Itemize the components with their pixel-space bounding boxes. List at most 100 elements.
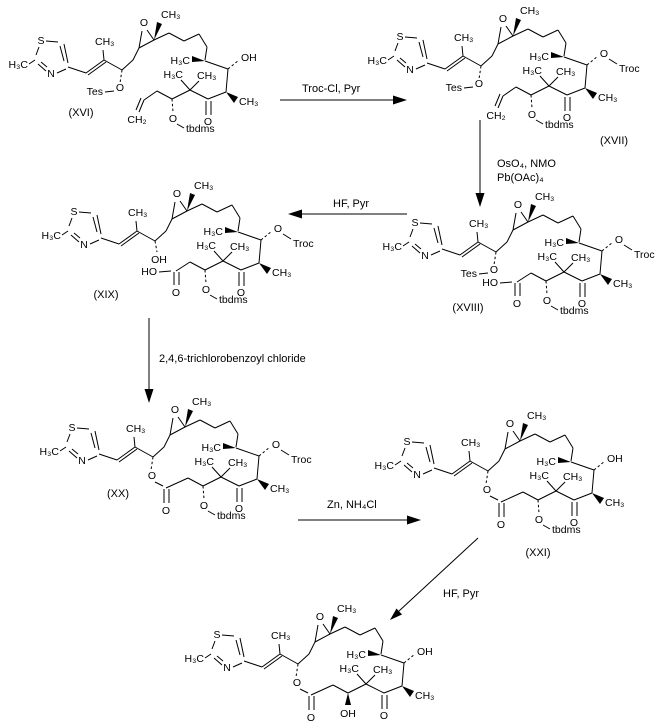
- atom-label: O: [475, 78, 483, 90]
- atom-label: S: [403, 436, 410, 448]
- atom-label: O: [173, 188, 181, 200]
- lactone-bonds: [299, 684, 334, 710]
- wedge: [402, 686, 414, 697]
- atom-label: CH₃: [194, 180, 213, 192]
- wedge: [513, 18, 521, 36]
- atom-label: OH: [340, 708, 356, 720]
- atom-label: S: [396, 31, 403, 43]
- compound-label: (XX): [107, 488, 129, 500]
- wedge: [600, 274, 612, 285]
- troc-bond: [608, 58, 618, 65]
- allyl-bonds: [494, 86, 517, 109]
- atom-label: CH₃: [95, 36, 114, 48]
- atom-label: H₃C: [195, 456, 215, 468]
- structure-final-product: H₃C S N CH₃ O CH₃ H₃C OH CH₃ H₃C CH₃ O O…: [185, 603, 435, 724]
- reagent-label: HF, Pyr: [443, 588, 479, 600]
- arrow-head: [144, 389, 154, 403]
- wedge: [154, 22, 162, 40]
- atom-label: O: [316, 611, 324, 623]
- atom-label: CH₃: [373, 664, 392, 676]
- wedge: [551, 52, 564, 58]
- wedge: [566, 238, 579, 244]
- atom-label: CH₂: [127, 114, 146, 126]
- reagent-label: Pb(OAc)₄: [497, 172, 544, 184]
- atom-label: H₃C: [347, 649, 367, 661]
- compound-label: (XVI): [68, 107, 93, 119]
- atom-label: CH₃: [598, 92, 617, 104]
- atom-label: H₃C: [383, 241, 403, 253]
- structure-xvii: H₃C S N CH₃ O CH₃ H₃C O Troc CH₃ H₃C CH₃…: [368, 5, 640, 147]
- atom-label: O: [506, 418, 514, 430]
- atom-label: O: [172, 287, 180, 299]
- atom-label: tbdms: [560, 305, 589, 317]
- tbdms-bond: [209, 294, 218, 300]
- acid-bonds: [158, 261, 191, 285]
- atom-label: H₃C: [538, 251, 558, 263]
- wedge: [520, 423, 528, 441]
- atom-label: S: [411, 217, 418, 229]
- arrow-final-deprotection: HF, Pyr: [390, 537, 479, 620]
- atom-label: CH₃: [527, 410, 546, 422]
- atom-label: O: [162, 505, 170, 517]
- atom-label: CH₃: [192, 396, 211, 408]
- atom-label: O: [543, 295, 551, 307]
- atom-label: CH₃: [128, 207, 147, 219]
- atom-label: H₃C: [40, 446, 60, 458]
- lactone-bonds: [154, 477, 189, 503]
- stereo-dashes: [154, 230, 273, 284]
- bonds: [204, 623, 405, 709]
- atom-label: O: [514, 199, 522, 211]
- atom-label: Tes: [446, 82, 462, 94]
- atom-label: H₃C: [523, 65, 543, 77]
- structure-xxi: H₃C S N CH₃ O CH₃ H₃C OH CH₃ H₃C CH₃ O O…: [375, 410, 625, 559]
- atom-label: CH₃: [454, 32, 473, 44]
- structure-xix: H₃C S N CH₃ O CH₃ H₃C O Troc CH₃ H₃C CH₃…: [42, 180, 314, 306]
- atom-label: O: [600, 48, 608, 60]
- atom-label: O: [578, 298, 586, 310]
- arrow-head: [475, 193, 485, 207]
- atom-label: Troc: [634, 249, 655, 261]
- troc-bond: [282, 233, 292, 240]
- atom-label: Troc: [291, 454, 312, 466]
- arrow-oxidative-cleavage: OsO₄, NMO Pb(OAc)₄: [475, 120, 556, 207]
- atom-label: O: [528, 109, 536, 121]
- tbdms-bond: [535, 119, 544, 125]
- tes-bond: [104, 90, 115, 93]
- atom-label: H₃C: [537, 456, 557, 468]
- atom-label: Tes: [461, 268, 477, 280]
- stereo-dashes: [150, 446, 271, 500]
- reagent-label: Zn, NH₄Cl: [327, 499, 377, 511]
- atom-label: CH₃: [469, 218, 488, 230]
- atom-label: CH₃: [272, 267, 291, 279]
- atom-label: CH₃: [197, 70, 216, 82]
- atom-label: Troc: [293, 238, 314, 250]
- atom-label: N: [47, 68, 55, 80]
- atom-label: N: [413, 469, 421, 481]
- atom-label: H₃C: [375, 460, 395, 472]
- atom-label: H₃C: [197, 240, 217, 252]
- atom-label: H₃C: [202, 442, 222, 454]
- atom-label: N: [406, 64, 414, 76]
- atom-label: CH₃: [270, 483, 289, 495]
- atom-label: O: [293, 677, 301, 689]
- atom-label: O: [615, 234, 623, 246]
- tes-bond: [463, 86, 474, 89]
- atom-label: H₃C: [545, 237, 565, 249]
- wedge: [259, 263, 271, 274]
- atom-label: O: [200, 500, 208, 512]
- stereo-dashes: [295, 653, 416, 678]
- atom-label: N: [223, 662, 231, 674]
- atom-label: H₃C: [530, 51, 550, 63]
- atom-label: O: [483, 484, 491, 496]
- atom-label: OH: [241, 52, 257, 64]
- tbdms-bond: [176, 123, 185, 129]
- reagent-label: 2,4,6-trichlorobenzoyl chloride: [159, 353, 306, 365]
- atom-label: H₃C: [185, 653, 205, 665]
- bonds: [61, 200, 262, 286]
- atom-label: O: [563, 112, 571, 124]
- atom-label: O: [169, 113, 177, 125]
- atom-label: tbdms: [217, 510, 246, 522]
- wedge: [585, 88, 597, 99]
- atom-label: OH: [417, 646, 433, 658]
- atom-label: CH₂: [486, 110, 505, 122]
